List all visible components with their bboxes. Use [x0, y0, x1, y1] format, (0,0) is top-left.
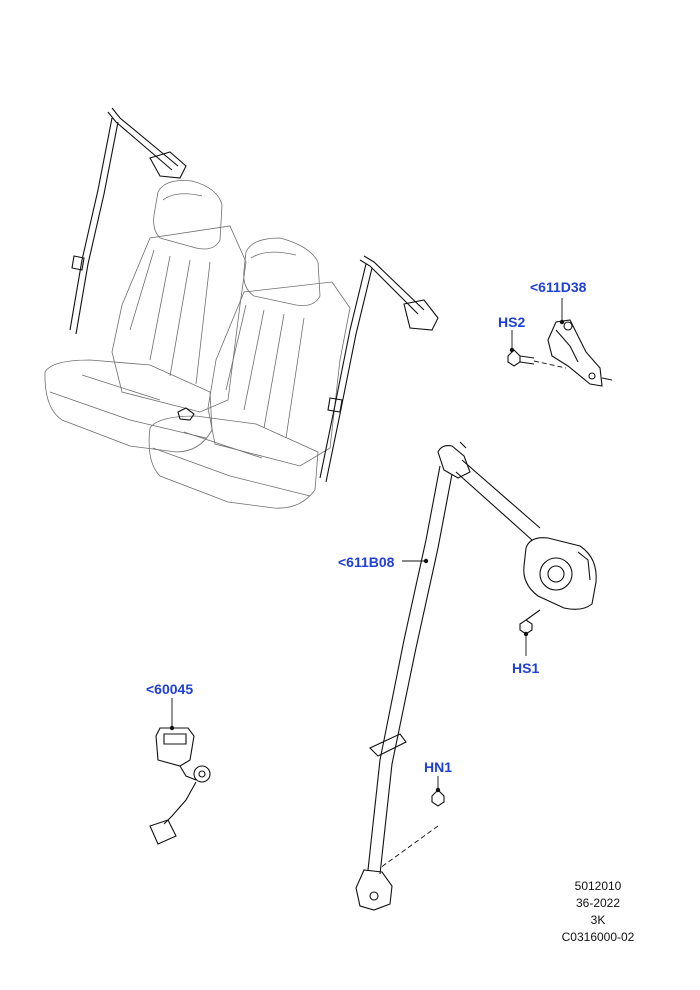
bolt-hs2 [507, 349, 535, 367]
reference-line-1: 5012010 [574, 879, 622, 893]
callout-60045[interactable]: <60045 [146, 681, 194, 697]
nut-hn1 [431, 789, 445, 807]
buckle-assembly-60045 [149, 727, 211, 845]
left-seat-belt [69, 107, 187, 335]
right-seat-belt [319, 255, 439, 483]
leader-lines [169, 298, 565, 793]
bolt-hs1 [519, 609, 541, 635]
callout-hs2[interactable]: HS2 [498, 314, 526, 330]
rear-seat-assembly [44, 180, 351, 509]
callout-611d38[interactable]: <611D38 [530, 279, 587, 295]
reference-line-2: 36-2022 [575, 896, 621, 910]
reference-line-3: 3K [590, 913, 606, 927]
callout-611b08[interactable]: <611B08 [338, 554, 395, 570]
callout-hn1[interactable]: HN1 [424, 759, 453, 775]
seat-belt-assembly-611b08 [355, 441, 597, 911]
reference-line-4: C0316000-02 [561, 930, 635, 944]
callout-hs1[interactable]: HS1 [512, 660, 540, 676]
drawing-reference-block: 5012010 36-2022 3K C0316000-02 [543, 878, 653, 946]
bracket-611d38 [547, 319, 613, 387]
